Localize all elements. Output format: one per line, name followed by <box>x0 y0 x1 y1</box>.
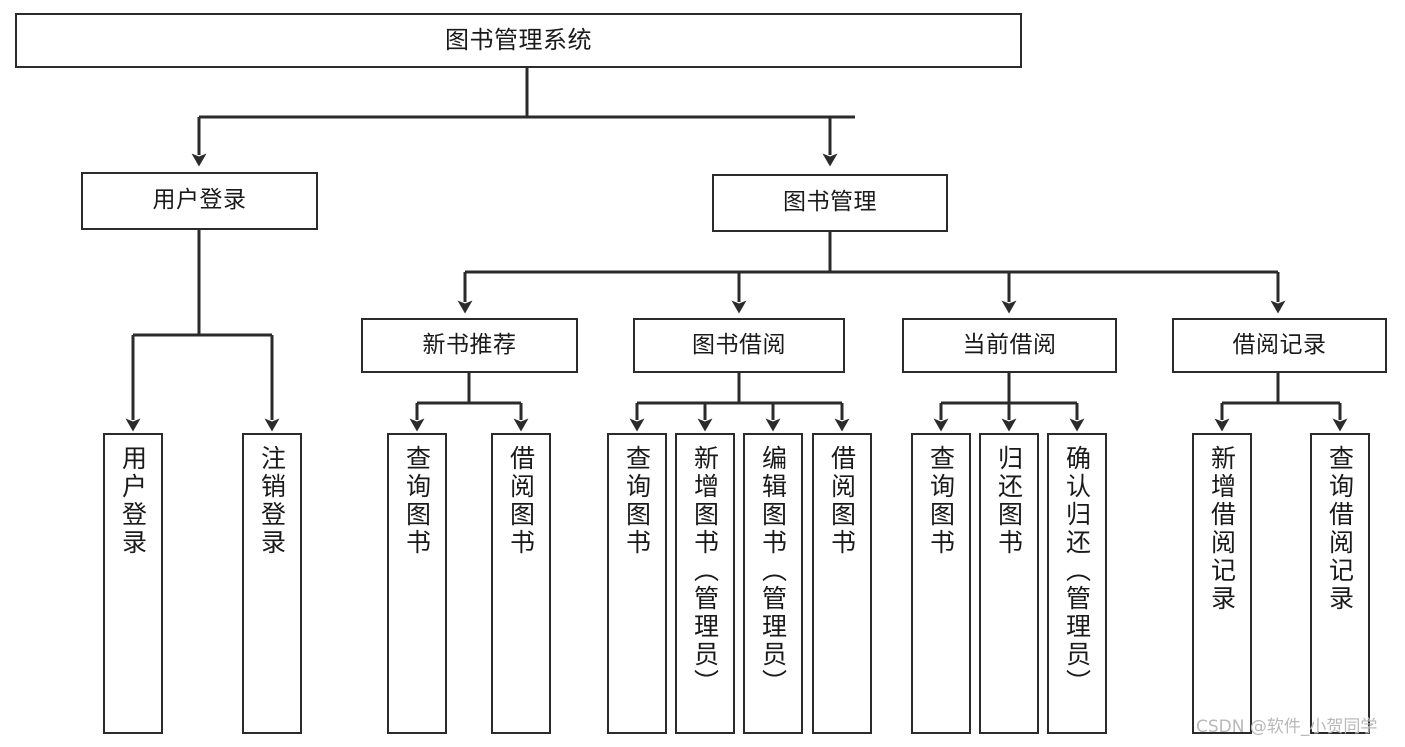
node-user-login[interactable]: 用户登录 <box>81 172 318 230</box>
leaf-add-record[interactable]: 新增借阅记录 <box>1192 433 1252 734</box>
leaf-user-logout-label: 注销登录 <box>257 445 287 557</box>
leaf-borrow-book-2[interactable]: 借阅图书 <box>812 433 872 734</box>
leaf-return-book-label: 归还图书 <box>994 445 1024 557</box>
leaf-query-book-3[interactable]: 查询图书 <box>911 433 971 734</box>
leaf-borrow-book-2-label: 借阅图书 <box>827 445 857 557</box>
leaf-query-book-3-label: 查询图书 <box>926 445 956 557</box>
leaf-add-book[interactable]: 新增图书（管理员） <box>675 433 735 734</box>
leaf-query-book-2-label: 查询图书 <box>622 445 652 557</box>
leaf-borrow-book-1[interactable]: 借阅图书 <box>491 433 551 734</box>
node-root[interactable]: 图书管理系统 <box>15 13 1022 68</box>
csdn-watermark: CSDN @软件_小贺同学 <box>1196 717 1378 737</box>
leaf-user-logout[interactable]: 注销登录 <box>242 433 302 734</box>
leaf-add-book-label: 新增图书（管理员） <box>690 445 720 697</box>
leaf-user-login-label: 用户登录 <box>118 445 148 557</box>
leaf-user-login[interactable]: 用户登录 <box>103 433 163 734</box>
leaf-query-record-label: 查询借阅记录 <box>1325 445 1355 613</box>
node-new-book-recommend-label: 新书推荐 <box>422 331 517 358</box>
leaf-add-record-label: 新增借阅记录 <box>1207 445 1237 613</box>
node-book-manage-label: 图书管理 <box>783 189 877 216</box>
leaf-edit-book[interactable]: 编辑图书（管理员） <box>743 433 803 734</box>
leaf-confirm-return[interactable]: 确认归还（管理员） <box>1047 433 1107 734</box>
leaf-query-record[interactable]: 查询借阅记录 <box>1310 433 1370 734</box>
leaf-edit-book-label: 编辑图书（管理员） <box>758 445 788 697</box>
leaf-query-book-1-label: 查询图书 <box>402 445 432 557</box>
node-current-borrow[interactable]: 当前借阅 <box>902 318 1117 373</box>
node-root-label: 图书管理系统 <box>445 26 592 55</box>
leaf-query-book-1[interactable]: 查询图书 <box>387 433 447 734</box>
node-book-borrow[interactable]: 图书借阅 <box>633 318 845 373</box>
leaf-return-book[interactable]: 归还图书 <box>979 433 1039 734</box>
node-current-borrow-label: 当前借阅 <box>962 331 1057 358</box>
leaf-query-book-2[interactable]: 查询图书 <box>607 433 667 734</box>
leaf-confirm-return-label: 确认归还（管理员） <box>1062 445 1092 697</box>
node-borrow-record[interactable]: 借阅记录 <box>1172 318 1387 373</box>
node-book-manage[interactable]: 图书管理 <box>712 174 948 232</box>
node-user-login-label: 用户登录 <box>152 187 247 214</box>
node-book-borrow-label: 图书借阅 <box>692 331 786 358</box>
node-new-book-recommend[interactable]: 新书推荐 <box>361 318 578 373</box>
leaf-borrow-book-1-label: 借阅图书 <box>506 445 536 557</box>
node-borrow-record-label: 借阅记录 <box>1232 331 1327 358</box>
